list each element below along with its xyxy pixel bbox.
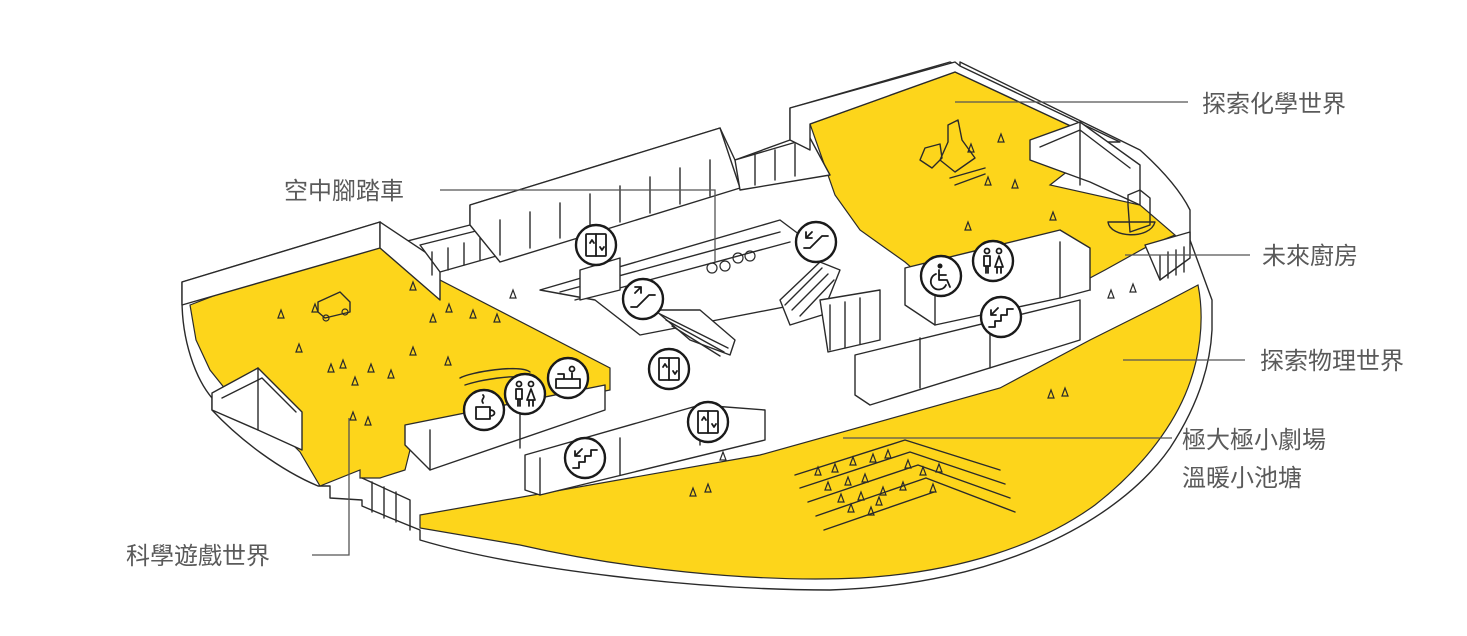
stairs-icon[interactable] [979,295,1023,339]
elevator-icon[interactable] [647,347,691,391]
stairs-icon[interactable] [563,436,607,480]
information-desk-icon[interactable] [546,356,590,400]
label-warm-pond: 溫暖小池塘 [1182,464,1302,492]
accessible-toilet-icon[interactable] [919,254,963,298]
label-physics-world: 探索物理世界 [1260,347,1404,375]
leader-play-world [312,418,350,556]
leader-sky-cycling [440,189,716,262]
cafe-icon[interactable] [462,388,506,432]
visitor-figures [277,119,1156,516]
leader-lines [312,101,1250,556]
label-sky-cycling: 空中腳踏車 [284,177,404,205]
elevator-icon[interactable] [686,400,730,444]
toilets-icon[interactable] [971,239,1015,283]
elevator-icon[interactable] [574,223,618,267]
label-chemistry-world: 探索化學世界 [1202,90,1346,118]
zone-labels: 空中腳踏車 探索化學世界 未來廚房 探索物理世界 極大極小劇場 溫暖小池塘 科學… [126,90,1404,570]
label-future-kitchen: 未來廚房 [1262,242,1358,270]
label-mega-mini-theatre: 極大極小劇場 [1182,426,1326,454]
escalator-up-icon[interactable] [621,277,665,321]
toilets-icon[interactable] [503,372,547,416]
escalator-down-icon[interactable] [794,220,838,264]
label-science-play-world: 科學遊戲世界 [126,542,270,570]
